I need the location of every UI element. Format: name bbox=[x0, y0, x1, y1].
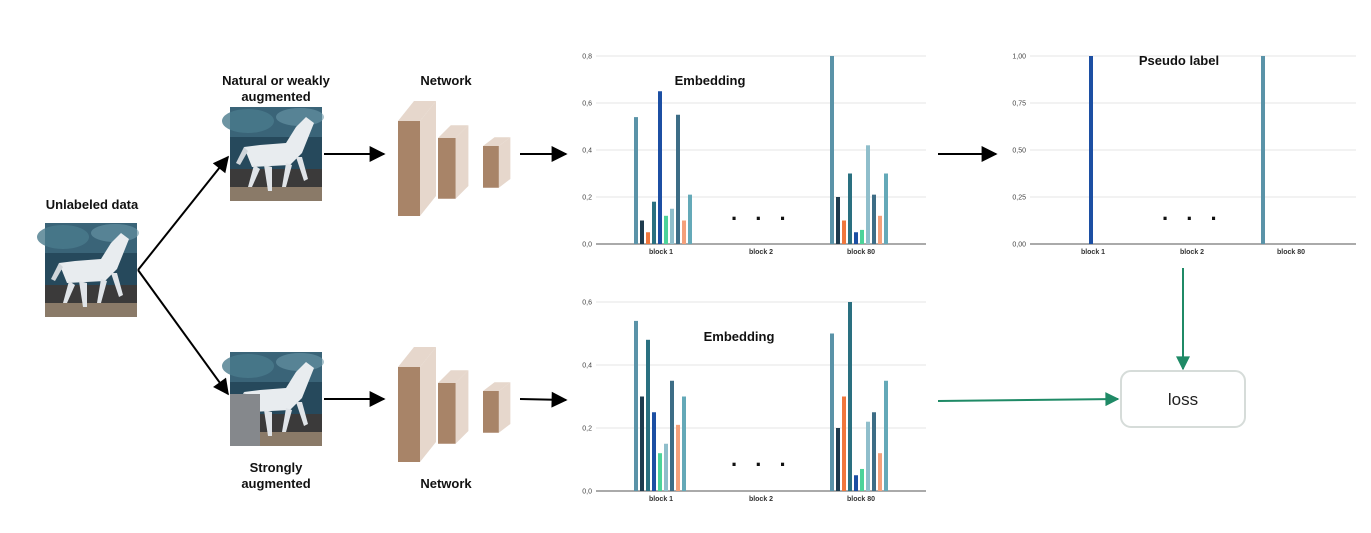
arrow-embedding-to-loss bbox=[937, 392, 1120, 407]
bar bbox=[884, 380, 888, 491]
y-tick-label: 0,75 bbox=[1012, 101, 1026, 108]
y-tick-label: 0,4 bbox=[582, 363, 592, 370]
bar bbox=[884, 173, 888, 244]
arrow-to-weak bbox=[137, 155, 229, 271]
y-tick-label: 0,00 bbox=[1012, 242, 1026, 249]
weak-augmented-group: Natural or weakly augmented bbox=[222, 73, 331, 201]
chart-title: Pseudo label bbox=[1139, 53, 1219, 68]
category-label: block 2 bbox=[749, 496, 773, 503]
ellipsis-dots: . . . bbox=[1162, 200, 1223, 225]
bar bbox=[664, 443, 668, 491]
chart-title: Embedding bbox=[675, 73, 746, 88]
bar bbox=[634, 117, 638, 244]
bar bbox=[848, 173, 852, 244]
bar bbox=[854, 232, 858, 244]
bar bbox=[872, 412, 876, 491]
bar bbox=[676, 424, 680, 491]
bar bbox=[830, 333, 834, 491]
y-tick-label: 0,6 bbox=[582, 300, 592, 307]
category-label: block 1 bbox=[649, 496, 673, 503]
bar bbox=[676, 114, 680, 244]
category-label: block 80 bbox=[1277, 249, 1305, 256]
strong-label-line1: Strongly bbox=[250, 460, 303, 475]
bar bbox=[658, 453, 662, 491]
unlabeled-data-group: Unlabeled data bbox=[37, 197, 139, 317]
loss-box: loss bbox=[1120, 370, 1246, 428]
bar bbox=[836, 197, 840, 244]
loss-label: loss bbox=[1168, 390, 1198, 409]
y-tick-label: 0,6 bbox=[582, 101, 592, 108]
bar bbox=[1089, 56, 1093, 244]
bar bbox=[640, 220, 644, 244]
bar bbox=[646, 232, 650, 244]
y-tick-label: 0,2 bbox=[582, 195, 592, 202]
y-tick-label: 0,0 bbox=[582, 242, 592, 249]
bar bbox=[634, 320, 638, 491]
cutout-horse-image bbox=[222, 352, 324, 446]
network-bottom: Network bbox=[398, 347, 511, 491]
category-label: block 1 bbox=[1081, 249, 1105, 256]
weak-horse-image bbox=[222, 107, 324, 201]
bar bbox=[1261, 56, 1265, 244]
chart-title: Embedding bbox=[704, 329, 775, 344]
arrow-to-strong bbox=[137, 269, 229, 396]
bar bbox=[670, 208, 674, 244]
category-label: block 80 bbox=[847, 496, 875, 503]
bar bbox=[860, 468, 864, 491]
bar bbox=[688, 194, 692, 244]
bar bbox=[860, 229, 864, 244]
pseudo-label-chart: 0,00 0,25 0,50 0,75 1,00 block 1 block 2 block … bbox=[1012, 53, 1356, 256]
arrow-to-embedding-bottom bbox=[519, 391, 568, 408]
bar bbox=[682, 396, 686, 491]
bar bbox=[866, 421, 870, 491]
network-top: Network bbox=[398, 73, 511, 216]
unlabeled-data-label: Unlabeled data bbox=[46, 197, 139, 212]
y-tick-label: 0,25 bbox=[1012, 195, 1026, 202]
bar bbox=[836, 428, 840, 491]
cutout-patch bbox=[230, 394, 260, 446]
network-layers bbox=[398, 347, 511, 462]
bar bbox=[664, 215, 668, 244]
ellipsis-dots: . . . bbox=[731, 200, 792, 225]
network-top-label: Network bbox=[420, 73, 472, 88]
bar bbox=[866, 145, 870, 244]
bar bbox=[670, 380, 674, 491]
category-label: block 2 bbox=[1180, 249, 1204, 256]
category-label: block 80 bbox=[847, 249, 875, 256]
bar bbox=[848, 302, 852, 491]
embedding-chart-weak: 0,0 0,2 0,4 0,6 0,8 block 1 block 2 block 80 . .… bbox=[582, 54, 926, 256]
y-tick-label: 1,00 bbox=[1012, 54, 1026, 61]
branch-arrows bbox=[137, 155, 229, 396]
network-bottom-label: Network bbox=[420, 476, 472, 491]
ellipsis-dots: . . . bbox=[731, 446, 792, 471]
bar bbox=[842, 396, 846, 491]
bar bbox=[652, 412, 656, 491]
bar bbox=[842, 220, 846, 244]
bar bbox=[658, 91, 662, 244]
embedding-chart-strong: 0,0 0,2 0,4 0,6 block 1 block 2 block 80 . . . E… bbox=[582, 300, 926, 503]
bar bbox=[646, 339, 650, 491]
weak-label-line1: Natural or weakly bbox=[222, 73, 330, 88]
network-layers bbox=[398, 101, 511, 216]
bar bbox=[872, 194, 876, 244]
y-tick-label: 0,50 bbox=[1012, 148, 1026, 155]
weak-label-line2: augmented bbox=[241, 89, 310, 104]
bar bbox=[640, 396, 644, 491]
strong-augmented-group: Strongly augmented bbox=[222, 352, 324, 491]
bar bbox=[878, 215, 882, 244]
bar bbox=[854, 475, 858, 491]
bar bbox=[682, 220, 686, 244]
bar bbox=[878, 453, 882, 491]
y-tick-label: 0,0 bbox=[582, 489, 592, 496]
y-tick-label: 0,2 bbox=[582, 426, 592, 433]
strong-label-line2: augmented bbox=[241, 476, 310, 491]
category-label: block 2 bbox=[749, 249, 773, 256]
y-tick-label: 0,8 bbox=[582, 54, 592, 61]
horse-image bbox=[37, 223, 139, 317]
category-label: block 1 bbox=[649, 249, 673, 256]
y-tick-label: 0,4 bbox=[582, 148, 592, 155]
bar bbox=[652, 201, 656, 244]
bar bbox=[830, 56, 834, 244]
